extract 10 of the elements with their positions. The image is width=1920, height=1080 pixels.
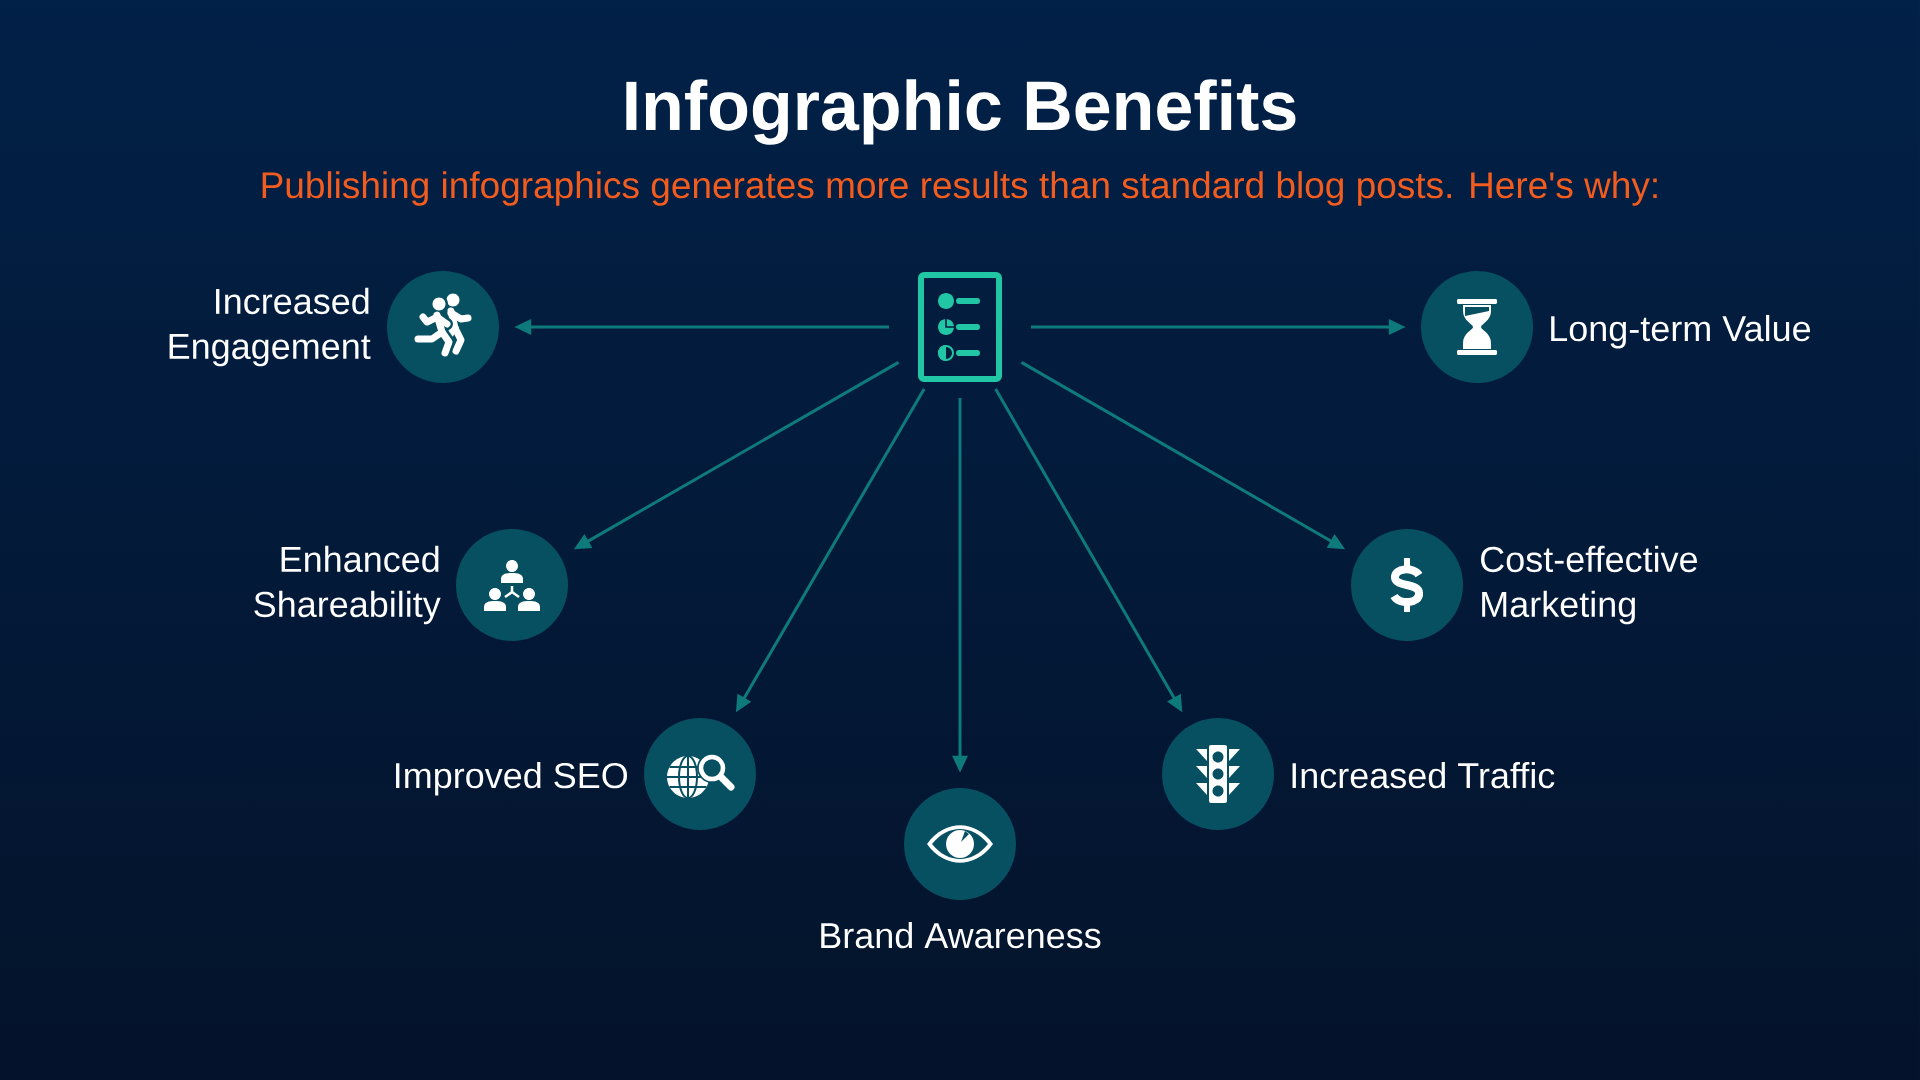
benefit-label: Increased Traffic [1292, 761, 1555, 789]
benefit-label: Long-term Value [1551, 314, 1811, 349]
benefit-label: Improved SEO [396, 761, 628, 796]
benefit-label: Cost-effective Marketing [1481, 545, 1698, 625]
title: Infographic Benefits [626, 79, 1296, 145]
benefit-label: Brand Awareness [821, 921, 1101, 949]
subtitle: Publishing infographics generates more results than standard blog posts. Here's why: [262, 171, 1657, 206]
checklist-icon [918, 272, 1002, 382]
benefit-label: Enhanced Shareability [254, 545, 441, 625]
benefit-label: Increased Engagement [169, 287, 371, 367]
